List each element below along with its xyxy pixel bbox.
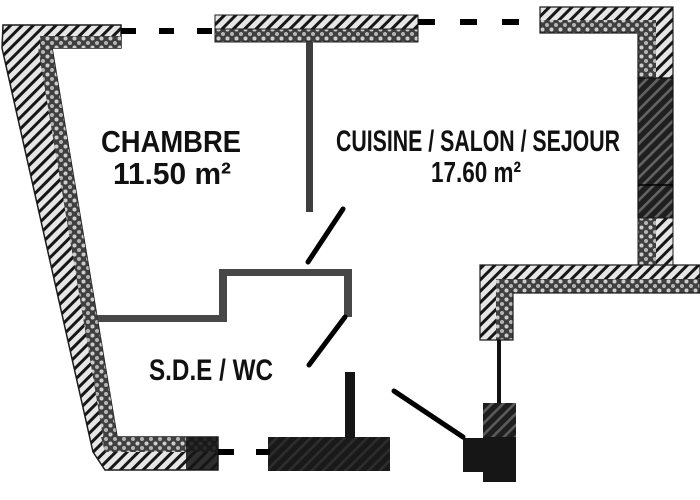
wall-left-inner-layer bbox=[38, 48, 117, 437]
wall-top-middle-hatch bbox=[214, 14, 419, 30]
wall-bottom-middle-texture bbox=[268, 437, 390, 471]
door-swing-entrance bbox=[391, 388, 466, 440]
wall-bottom-right-outline bbox=[479, 264, 700, 341]
entry-block-left bbox=[463, 438, 483, 472]
room-label-chambre: CHAMBRE bbox=[101, 124, 241, 159]
wall-right-upper-hatch bbox=[656, 7, 673, 78]
entry-door-frame-line bbox=[497, 340, 501, 403]
wall-top-right-corner bbox=[539, 6, 674, 79]
wall-bottom-right-hatch bbox=[480, 265, 700, 279]
wall-top-middle-inner bbox=[214, 28, 419, 43]
room-area-chambre: 11.50 m² bbox=[113, 156, 231, 191]
wall-right-upper-inner bbox=[638, 20, 656, 78]
door-swing-sde bbox=[306, 314, 348, 368]
wall-bottom-middle bbox=[268, 437, 390, 471]
room-area-cuisine-salon-sejour: 17.60 m² bbox=[431, 157, 521, 189]
entry-wall-blocks bbox=[463, 403, 516, 482]
wall-right-lower-hatch bbox=[656, 218, 673, 265]
wall-top-right-inner bbox=[540, 20, 638, 33]
room-label-sde-wc: S.D.E / WC bbox=[149, 354, 273, 387]
wall-right-lower-segment bbox=[637, 217, 674, 266]
wall-top-right-hatch bbox=[540, 7, 673, 20]
wall-bottom-right-inner bbox=[496, 279, 700, 293]
wall-stub-hatch bbox=[480, 265, 496, 340]
wall-bottom-left-dark-end bbox=[186, 437, 218, 470]
partition-chambre-cuisine bbox=[306, 42, 313, 212]
wall-top-middle bbox=[214, 14, 419, 43]
wall-left-assembly bbox=[1, 24, 219, 471]
entry-block-right-texture bbox=[483, 403, 516, 437]
wall-right-lower-inner bbox=[638, 218, 656, 265]
partition-sde-wall bbox=[97, 269, 352, 322]
wall-top-left-inner-layer bbox=[40, 36, 121, 48]
wall-right-dark-segment bbox=[637, 77, 674, 219]
room-label-cuisine-salon-sejour: CUISINE / SALON / SEJOUR bbox=[336, 125, 620, 158]
sde-door-jamb bbox=[345, 372, 355, 438]
wall-stub-inner bbox=[496, 279, 513, 340]
door-swing-cuisine bbox=[305, 206, 346, 265]
wall-bottom-right-assembly bbox=[479, 264, 700, 341]
